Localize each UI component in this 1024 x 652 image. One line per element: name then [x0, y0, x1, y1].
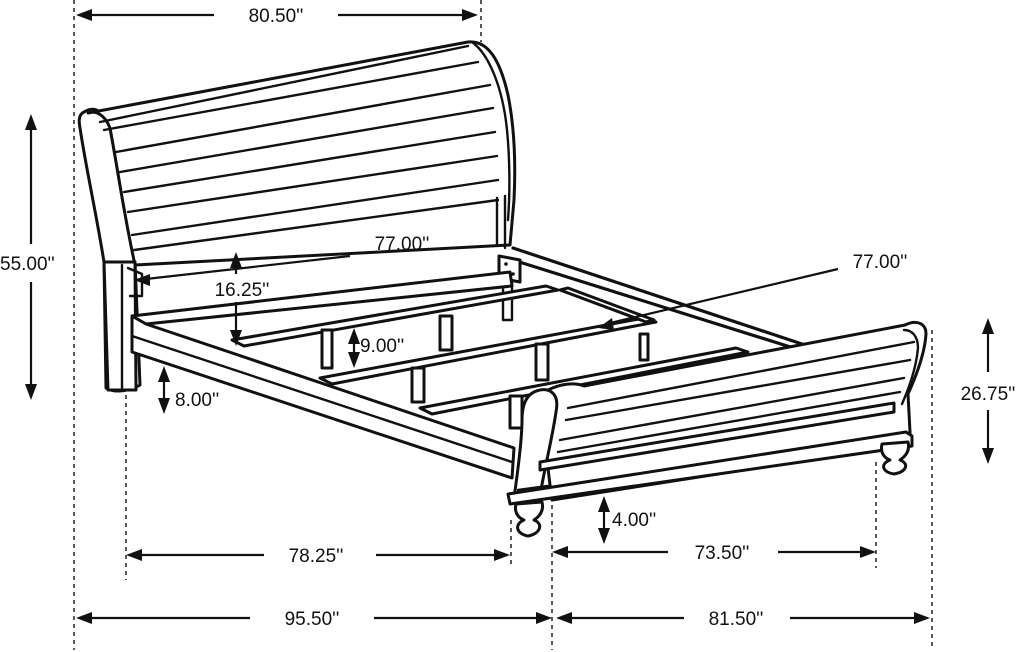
overall-width-label: 81.50'' [709, 609, 764, 630]
foot-clearance-label: 4.00'' [612, 510, 656, 531]
slat-height-label: 9.00'' [360, 336, 404, 357]
bed-feet [514, 440, 910, 538]
footboard [506, 320, 928, 506]
slats [230, 284, 750, 430]
headboard [77, 40, 517, 393]
extension-lines [73, 0, 933, 650]
inner-width-label: 73.50'' [695, 543, 750, 564]
overall-height-label: 55.00'' [0, 254, 55, 275]
overall-length-label: 95.50'' [285, 609, 340, 630]
headboard-inner-width-label: 77.00'' [375, 234, 430, 255]
left-side-rail [130, 270, 516, 480]
dimension-lines [25, 9, 994, 624]
right-side-rail [497, 246, 807, 352]
inner-length-label: 78.25'' [289, 546, 344, 567]
dimension-labels: 80.50'' 55.00'' 77.00'' 77.00'' 16.25'' … [0, 6, 1015, 630]
leg-clearance-label: 8.00'' [175, 390, 219, 411]
footboard-height-label: 26.75'' [961, 384, 1016, 405]
headboard-width-label: 80.50'' [249, 6, 304, 27]
rail-clearance-label: 16.25'' [215, 280, 270, 301]
side-rail-length-label: 77.00'' [853, 252, 908, 273]
